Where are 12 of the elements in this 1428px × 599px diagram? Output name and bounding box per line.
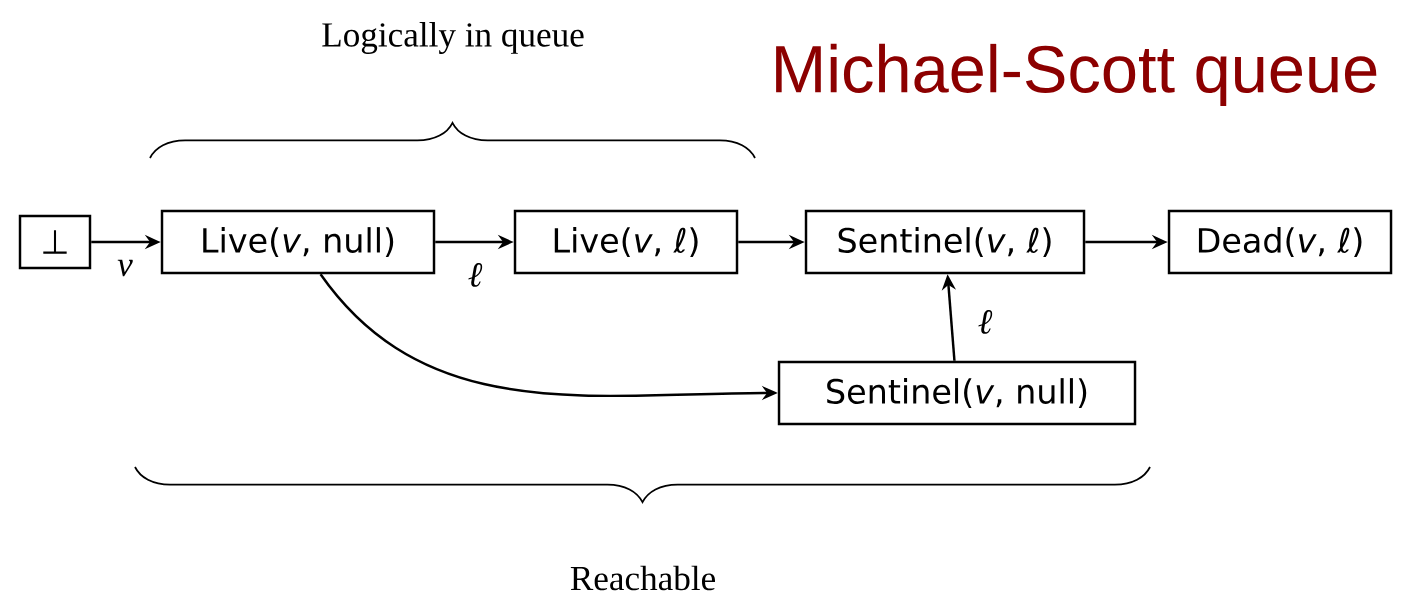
title: Michael-Scott queue — [776, 43, 1377, 107]
state-box: Sentinel(v, null) — [777, 360, 1137, 426]
state-box: Dead(v, ℓ) — [1167, 209, 1393, 275]
brace-label: Reachable — [570, 565, 715, 591]
edge-label: v — [117, 259, 133, 277]
edge-label: ℓ — [468, 263, 483, 287]
edge-label: ℓ — [978, 310, 993, 334]
state-box: Live(v, null) — [160, 209, 436, 275]
brace-label: Logically in queue — [322, 22, 584, 54]
state-box: ⊥ — [18, 214, 92, 270]
state-box: Sentinel(v, ℓ) — [804, 209, 1086, 275]
state-box: Live(v, ℓ) — [513, 209, 739, 275]
